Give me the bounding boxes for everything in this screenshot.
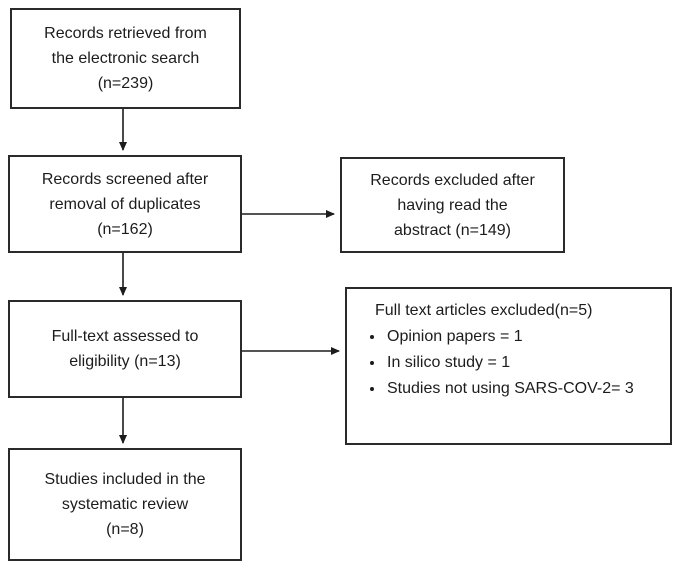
box-excluded-fulltext: Full text articles excluded(n=5) Opinion… (345, 287, 672, 445)
excluded-fulltext-item: In silico study = 1 (385, 350, 662, 376)
box-text-line: (n=162) (97, 220, 153, 238)
box-records-screened: Records screened after removal of duplic… (8, 155, 242, 253)
box-studies-included: Studies included in the systematic revie… (8, 448, 242, 561)
box-text-line: having read the (397, 196, 508, 214)
excluded-fulltext-title: Full text articles excluded(n=5) (375, 302, 593, 319)
excluded-fulltext-item: Studies not using SARS-COV-2= 3 (385, 376, 662, 402)
box-text-line: the electronic search (51, 50, 200, 67)
box-text-line: Records screened after (41, 170, 209, 188)
excluded-fulltext-list: Opinion papers = 1 In silico study = 1 S… (359, 324, 662, 402)
box-records-retrieved: Records retrieved from the electronic se… (10, 8, 241, 109)
box-text-line: (n=239) (97, 75, 154, 92)
box-text-line: removal of duplicates (49, 195, 201, 213)
box-text-line: abstract (n=149) (394, 221, 511, 239)
box-text-line: Full-text assessed to (51, 328, 199, 345)
excluded-fulltext-item: Opinion papers = 1 (385, 324, 662, 350)
box-text-line: systematic review (61, 496, 189, 513)
box-text-line: (n=8) (106, 521, 144, 538)
box-text-line: Records retrieved from (44, 25, 207, 42)
box-fulltext-assessed: Full-text assessed to eligibility (n=13) (8, 300, 242, 398)
box-text-line: eligibility (n=13) (69, 353, 181, 370)
box-text-line: Records excluded after (370, 171, 535, 189)
box-text-line: Studies included in the (44, 471, 206, 488)
box-excluded-abstract: Records excluded after having read the a… (340, 157, 565, 253)
